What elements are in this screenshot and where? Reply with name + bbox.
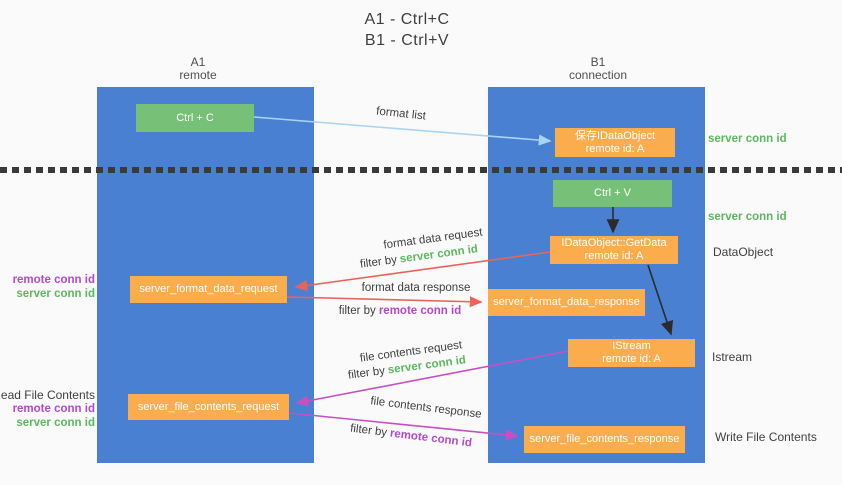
server-conn-id-key: server conn id: [16, 288, 95, 300]
annotation-read-file-contents: Read File Contents: [0, 388, 95, 402]
annotation-server-conn-id-mid: server conn id: [708, 211, 787, 223]
annotation-dataobject: DataObject: [713, 245, 774, 259]
remote-conn-id-key: remote conn id: [12, 274, 95, 286]
node-file-response-label: server_file_contents_response: [529, 433, 680, 445]
node-format-request-label: server_format_data_request: [139, 283, 278, 295]
remote-conn-id-key: remote conn id: [12, 403, 95, 415]
arrow-file-contents-response: [288, 412, 519, 441]
remote-conn-id-key: remote conn id: [378, 305, 462, 317]
annotation-file-request-keys: Read File Contents remote conn id server…: [0, 388, 95, 430]
node-istream-line2: remote id: A: [602, 353, 661, 365]
node-idataobject-getdata: IDataObject::GetData remote id: A: [550, 236, 678, 264]
node-save-idataobject: 保存IDataObject remote id: A: [555, 128, 675, 157]
node-istream: IStream remote id: A: [568, 339, 695, 367]
column-a1-name: A1: [190, 55, 206, 69]
arrow-format-data-request: [294, 251, 551, 292]
column-b1-role: connection: [568, 68, 628, 82]
annotation-server-conn-id-top: server conn id: [708, 133, 787, 145]
annotation-write-file-contents: Write File Contents: [715, 430, 817, 444]
node-save-idataobject-line2: remote id: A: [585, 142, 645, 155]
column-header-a1: A1 remote: [118, 56, 278, 82]
node-ctrl-c: Ctrl + C: [136, 104, 254, 132]
label-format-data-response: format data response: [361, 282, 471, 294]
node-getdata-line2: remote id: A: [584, 250, 644, 262]
node-save-idataobject-line1: 保存IDataObject: [574, 129, 656, 142]
node-ctrl-c-label: Ctrl + C: [176, 111, 214, 124]
column-header-b1: B1 connection: [518, 56, 678, 82]
node-server-file-contents-request: server_file_contents_request: [128, 394, 289, 420]
arrow-file-contents-request: [295, 350, 569, 407]
title-line-1: A1 - Ctrl+C: [364, 11, 450, 28]
column-b1-name: B1: [590, 55, 606, 69]
node-server-format-data-response: server_format_data_response: [488, 289, 645, 316]
node-format-response-label: server_format_data_response: [493, 296, 640, 308]
server-conn-id-key: server conn id: [16, 417, 95, 429]
annotation-format-request-keys: remote conn id server conn id: [13, 273, 95, 301]
arrow-getdata-to-istream: [647, 264, 674, 336]
diagram-title: A1 - Ctrl+C B1 - Ctrl+V: [0, 9, 814, 51]
node-server-file-contents-response: server_file_contents_response: [524, 426, 685, 453]
arrow-format-data-response: [286, 296, 483, 308]
column-a1-role: remote: [179, 68, 217, 82]
node-server-format-data-request: server_format_data_request: [130, 276, 287, 303]
node-ctrl-v: Ctrl + V: [553, 180, 672, 207]
arrow-format-list: [253, 116, 552, 146]
node-ctrl-v-label: Ctrl + V: [594, 187, 631, 199]
node-getdata-line1: IDataObject::GetData: [561, 237, 667, 249]
node-file-request-label: server_file_contents_request: [137, 400, 280, 413]
filter-by-text: filter by: [338, 305, 376, 317]
node-istream-line1: IStream: [612, 340, 651, 352]
annotation-istream: Istream: [712, 350, 753, 364]
session-divider-dotted-line: [0, 167, 842, 173]
title-line-2: B1 - Ctrl+V: [364, 32, 450, 49]
